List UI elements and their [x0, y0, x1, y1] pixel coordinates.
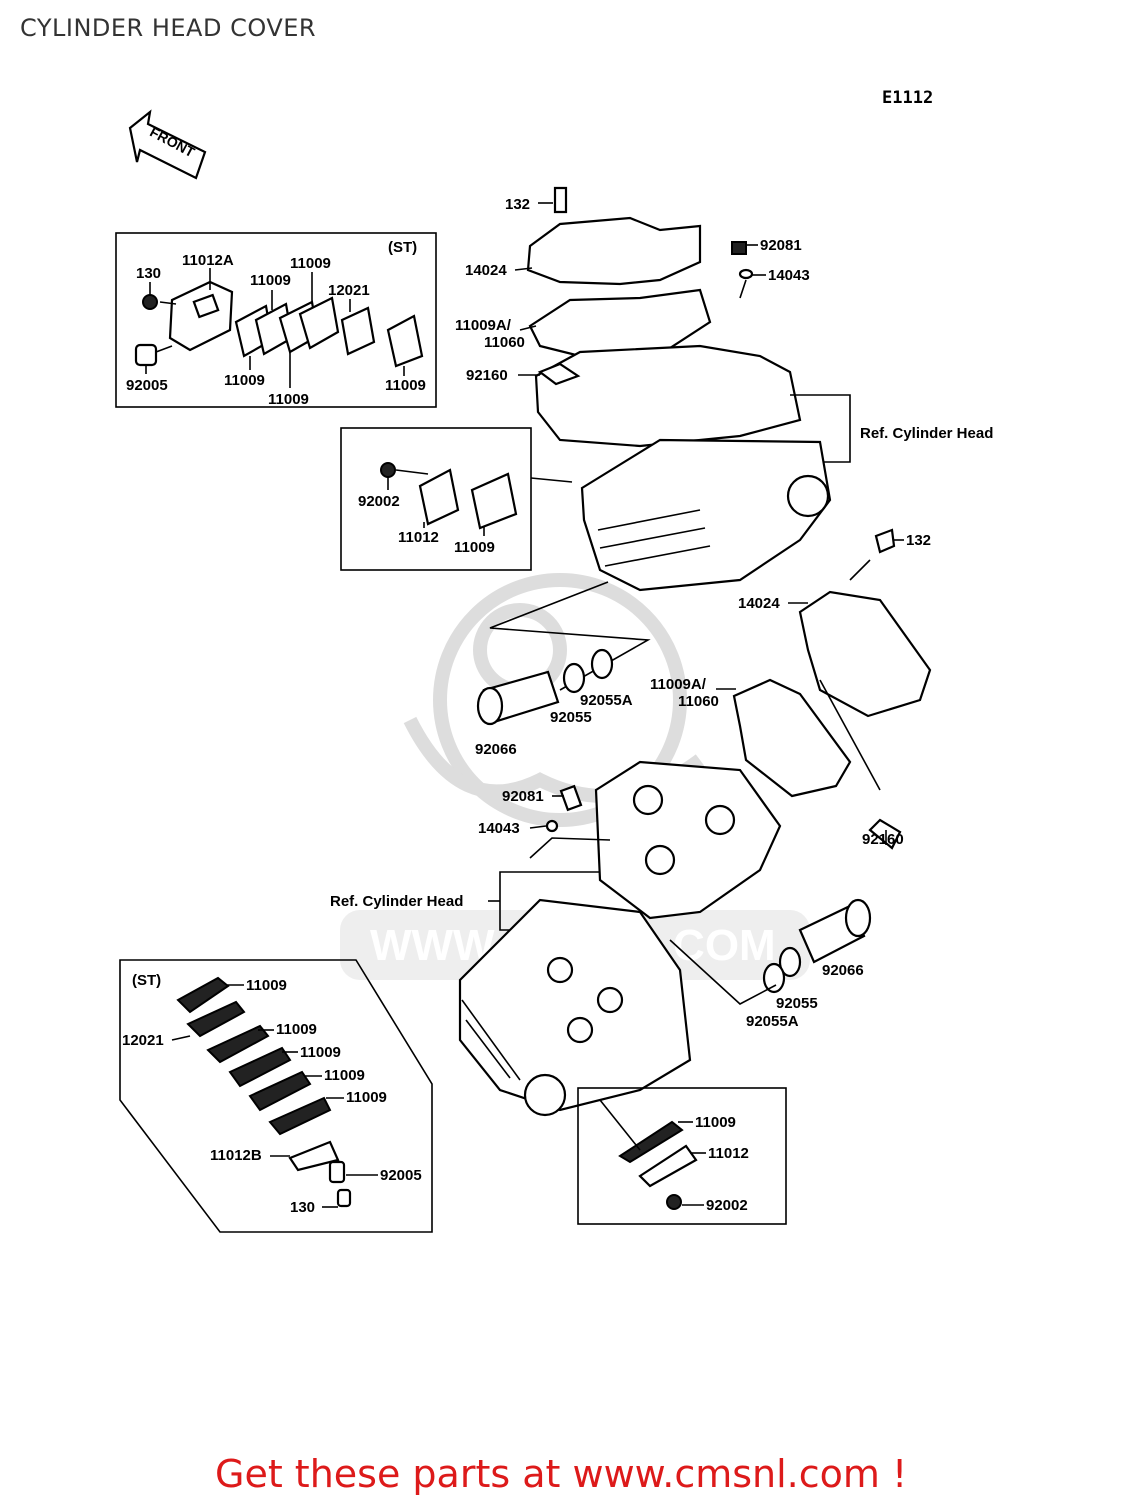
label-92066-r: 92066 [822, 962, 864, 979]
label-11012a: 11012A [182, 252, 234, 269]
right-cover-assembly [732, 528, 932, 850]
front-cylinder-head-lower [458, 898, 692, 1117]
label-11009-br: 11009 [695, 1114, 736, 1131]
front-arrow: FRONT [128, 109, 207, 180]
label-14043-m: 14043 [478, 820, 520, 837]
label-11012-m: 11012 [398, 529, 439, 546]
label-11060-top: 11060 [484, 334, 525, 351]
label-11012b: 11012B [210, 1147, 262, 1164]
intake-pipe-right [762, 898, 872, 994]
label-92005-tl: 92005 [126, 377, 168, 394]
label-11009-tl1: 11009 [250, 272, 291, 289]
rear-cylinder-head [580, 438, 832, 592]
label-11009-b4: 11009 [324, 1067, 365, 1084]
label-11009-m: 11009 [454, 539, 495, 556]
label-11009-tl3: 11009 [224, 372, 265, 389]
st-label-top: (ST) [388, 239, 417, 256]
label-12021-tl: 12021 [328, 282, 370, 299]
label-92055a-m: 92055A [580, 692, 633, 709]
label-11009-b2: 11009 [276, 1021, 317, 1038]
label-92055-r: 92055 [776, 995, 818, 1012]
top-cover-assembly [526, 186, 802, 448]
label-11009-tl4: 11009 [268, 391, 309, 408]
label-92055-m: 92055 [550, 709, 592, 726]
label-92055a-r: 92055A [746, 1013, 799, 1030]
label-11009-b1: 11009 [246, 977, 287, 994]
label-92005-b: 92005 [380, 1167, 422, 1184]
label-132-r: 132 [906, 532, 931, 549]
label-92081-top: 92081 [760, 237, 802, 254]
label-12021-b: 12021 [122, 1032, 164, 1049]
label-11009a-r: 11009A/ [650, 676, 707, 693]
label-11012-br: 11012 [708, 1145, 749, 1162]
page-title: CYLINDER HEAD COVER [20, 14, 317, 42]
label-11009-tl2: 11009 [290, 255, 331, 272]
st-label-bottom: (ST) [132, 972, 161, 989]
label-92160-top: 92160 [466, 367, 508, 384]
label-14024-r: 14024 [738, 595, 780, 612]
label-132-top: 132 [505, 196, 530, 213]
label-92160-r: 92160 [862, 831, 904, 848]
label-ref-cylinder-head-m: Ref. Cylinder Head [330, 893, 463, 910]
front-cylinder-head-upper [545, 760, 782, 920]
st-box-top-left: (ST) [115, 232, 437, 408]
label-92002-br: 92002 [706, 1197, 748, 1214]
label-11009-tl5: 11009 [385, 377, 426, 394]
footer-link-text[interactable]: Get these parts at www.cmsnl.com ! [215, 1452, 908, 1496]
label-14043-top: 14043 [768, 267, 810, 284]
intake-pipe-middle [476, 648, 614, 726]
label-92081-m: 92081 [502, 788, 544, 805]
label-130-tl: 130 [136, 265, 161, 282]
label-11009-b5: 11009 [346, 1089, 387, 1106]
label-11009a-top: 11009A/ [455, 317, 512, 334]
diagram-code: E1112 [882, 88, 934, 108]
label-11060-r: 11060 [678, 693, 719, 710]
label-14024-top: 14024 [465, 262, 507, 279]
label-11009-b3: 11009 [300, 1044, 341, 1061]
st-box-bottom-left: (ST) [119, 959, 433, 1233]
st-box-bottom-right [577, 1087, 787, 1225]
st-box-middle [340, 427, 573, 571]
label-ref-cylinder-head-top: Ref. Cylinder Head [860, 425, 993, 442]
label-130-b: 130 [290, 1199, 315, 1216]
label-92066-m: 92066 [475, 741, 517, 758]
label-92002-m: 92002 [358, 493, 400, 510]
